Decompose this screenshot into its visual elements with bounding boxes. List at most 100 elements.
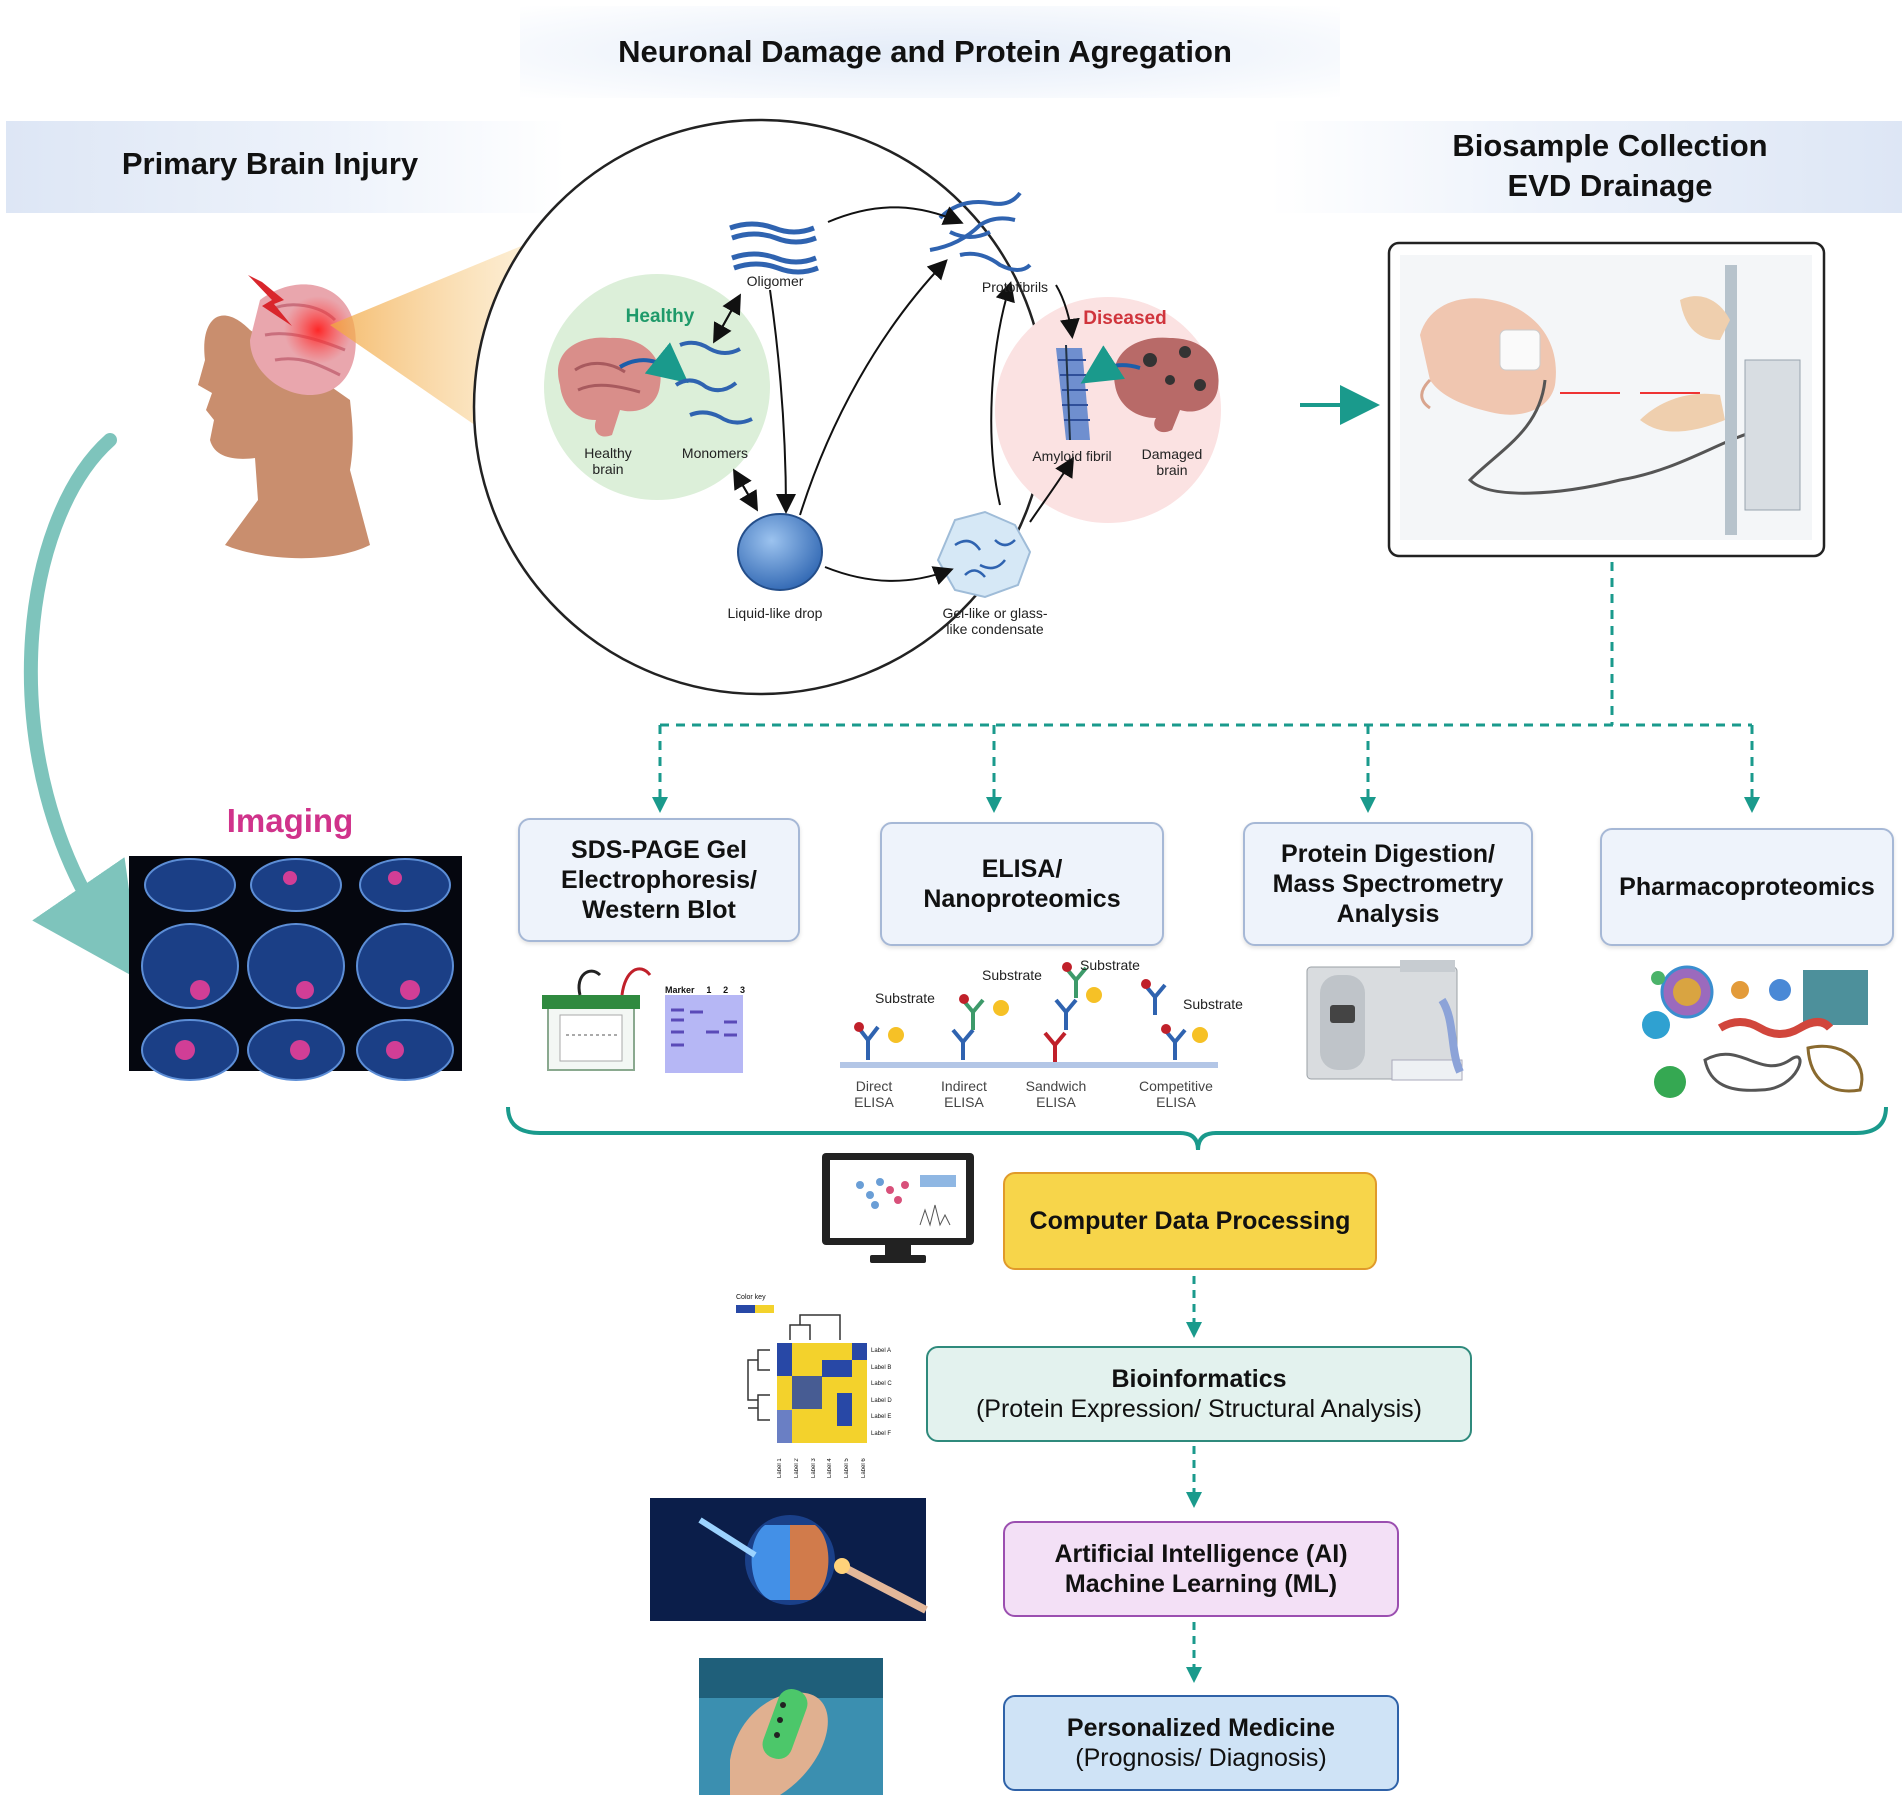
personalized-medicine-title: Personalized Medicine: [1066, 1714, 1336, 1742]
oligomer-icon: [729, 221, 819, 275]
elisa-competitive-line2: ELISA: [1156, 1094, 1196, 1110]
ai-ml-line2: Machine Learning (ML): [1064, 1570, 1338, 1598]
elisa-competitive-label: Competitive ELISA: [1126, 1078, 1226, 1110]
elisa-substrate-label-2: Substrate: [982, 967, 1042, 983]
head-illustration: [198, 275, 370, 559]
title-biosample-line2: EVD Drainage: [1507, 168, 1713, 203]
heatmap-row-label: Label C: [871, 1381, 892, 1388]
bioinformatics-title: Bioinformatics: [1111, 1365, 1287, 1393]
heatmap-row-label: Label F: [871, 1430, 892, 1437]
label-amyloid-fibril: Amyloid fibril: [1032, 448, 1112, 464]
title-biosample-line1: Biosample Collection: [1452, 128, 1768, 163]
heatmap-image: [736, 1305, 867, 1443]
method-ms-line2: Mass Spectrometry: [1272, 870, 1504, 898]
elisa-indirect-label: Indirect ELISA: [924, 1078, 1004, 1110]
elisa-substrate-label-4: Substrate: [1183, 996, 1243, 1012]
title-biosample-collection: Biosample Collection EVD Drainage: [1400, 126, 1820, 206]
elisa-substrate-stars: [888, 987, 1208, 1043]
liquid-drop-icon: [737, 513, 823, 591]
title-band-top: [520, 6, 1340, 98]
cycle-arrows: [713, 206, 1080, 585]
title-neuronal-damage: Neuronal Damage and Protein Agregation: [618, 34, 1232, 69]
label-healthy-brain: Healthy brain: [568, 445, 648, 477]
method-sds-line3: Western Blot: [582, 896, 736, 924]
heatmap-row-label: Label A: [871, 1348, 892, 1354]
method-pharmacoproteomics-box: Pharmacoproteomics: [1600, 828, 1894, 946]
heatmap-row-label: Label E: [871, 1414, 892, 1421]
label-damaged-brain-line2: brain: [1156, 462, 1188, 478]
personalized-medicine-box: Personalized Medicine (Prognosis/ Diagno…: [1003, 1695, 1399, 1791]
elisa-antibodies: [854, 962, 1187, 1062]
monomers-icon: [674, 340, 753, 425]
ai-ml-box: Artificial Intelligence (AI) Machine Lea…: [1003, 1521, 1399, 1617]
label-gel-condensate: Gel-like or glass- like condensate: [925, 605, 1065, 637]
computer-data-processing-box: Computer Data Processing: [1003, 1172, 1377, 1270]
method-ms-line3: Analysis: [1336, 900, 1440, 928]
method-pharma-line1: Pharmacoproteomics: [1619, 873, 1875, 901]
heatmap-col-label: Label 3: [810, 1458, 817, 1478]
method-sds-line2: Electrophoresis/: [561, 866, 757, 894]
method-ms-line1: Protein Digestion/: [1281, 840, 1495, 868]
computer-data-processing-label: Computer Data Processing: [1029, 1207, 1351, 1235]
elisa-direct-line2: ELISA: [854, 1094, 894, 1110]
elisa-direct-label: Direct ELISA: [834, 1078, 914, 1110]
label-healthy: Healthy: [625, 306, 695, 327]
ai-brain-image: [650, 1498, 928, 1621]
gel-lane1-label: 1: [706, 985, 712, 995]
label-diseased: Diseased: [1083, 308, 1167, 329]
elisa-indirect-line1: Indirect: [941, 1078, 987, 1094]
gel-tank-icon: [542, 967, 652, 1071]
method-sds-page-box: SDS-PAGE Gel Electrophoresis/ Western Bl…: [518, 818, 800, 942]
mri-scans-image: [129, 856, 462, 1081]
label-healthy-brain-line1: Healthy: [584, 445, 632, 461]
dashed-arrowheads: [652, 797, 1760, 813]
bioinformatics-subtitle: (Protein Expression/ Structural Analysis…: [975, 1395, 1422, 1423]
method-sds-line1: SDS-PAGE Gel: [571, 836, 747, 864]
gel-marker-label: Marker: [665, 985, 695, 995]
title-band-right: [1270, 121, 1902, 213]
elisa-sandwich-label: Sandwich ELISA: [1016, 1078, 1096, 1110]
elisa-indirect-line2: ELISA: [944, 1094, 984, 1110]
method-elisa-line1: ELISA/: [981, 855, 1063, 883]
heatmap-row-label: Label D: [871, 1397, 892, 1404]
heatmap-col-label: Label 2: [793, 1458, 800, 1478]
method-mass-spec-box: Protein Digestion/ Mass Spectrometry Ana…: [1243, 822, 1533, 946]
personalized-medicine-subtitle: (Prognosis/ Diagnosis): [1075, 1744, 1327, 1772]
gel-condensate-icon: [936, 510, 1032, 599]
label-damaged-brain: Damaged brain: [1132, 446, 1212, 478]
damaged-brain-icon: [1114, 337, 1219, 433]
label-healthy-brain-line2: brain: [592, 461, 624, 477]
dashed-connectors: [658, 562, 1754, 800]
evd-illustration: [1400, 255, 1812, 540]
gel-lane2-label: 2: [723, 985, 729, 995]
label-gel-line2: like condensate: [946, 621, 1044, 637]
title-band-left: [6, 121, 566, 213]
elisa-substrate-label-3: Substrate: [1080, 957, 1140, 973]
method-elisa-box: ELISA/ Nanoproteomics: [880, 822, 1164, 946]
elisa-substrate-label-1: Substrate: [875, 990, 935, 1006]
heatmap-col-label: Label 1: [777, 1458, 783, 1478]
label-damaged-brain-line1: Damaged: [1141, 446, 1203, 462]
label-protofibrils: Protofibrils: [981, 279, 1049, 295]
methods-bracket: [506, 1106, 1888, 1151]
western-blot-icon: [665, 995, 743, 1073]
method-elisa-line2: Nanoproteomics: [923, 885, 1121, 913]
ai-ml-line1: Artificial Intelligence (AI): [1054, 1540, 1348, 1568]
elisa-direct-line1: Direct: [855, 1078, 893, 1094]
heatmap-col-label: Label 5: [844, 1458, 851, 1478]
label-oligomer: Oligomer: [746, 273, 804, 289]
label-monomers: Monomers: [681, 445, 749, 461]
diseased-arrow: [1080, 345, 1141, 384]
computer-monitor-icon: [822, 1153, 974, 1263]
label-gel-line1: Gel-like or glass-: [942, 605, 1048, 621]
heatmap-row-label: Label B: [871, 1364, 892, 1371]
mass-spectrometer-icon: [1306, 960, 1464, 1081]
pipeline-arrowheads: [1186, 1322, 1202, 1683]
bioinformatics-box: Bioinformatics (Protein Expression/ Stru…: [926, 1346, 1472, 1442]
heatmap-col-label: Label 6: [860, 1458, 867, 1478]
heatmap-row-labels: Label A Label B Label C Label D Label E Label…: [871, 1343, 901, 1443]
protein-structures-image: [1642, 965, 1868, 1098]
pill-image: [699, 1658, 883, 1795]
